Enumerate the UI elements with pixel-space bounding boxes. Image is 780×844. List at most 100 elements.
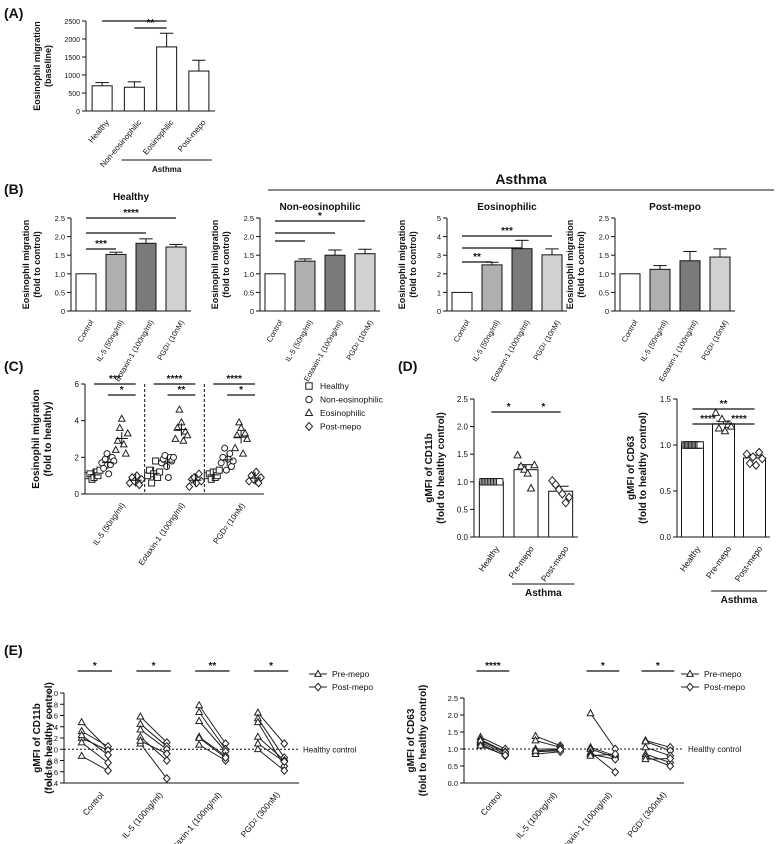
panel-c-category-label: Eotaxin-1 (100ng/ml) [137, 501, 187, 567]
panel-e1-pre-point [194, 716, 204, 725]
panel-a-bar [123, 86, 145, 112]
panel-e2-post-point [611, 754, 620, 764]
panel-d2-data-point [751, 460, 761, 470]
panel-b4-y-tick-label: 2.5 [599, 214, 609, 223]
panel-c-significance-label: **** [226, 374, 242, 385]
panel-e1-pair-line [81, 755, 109, 772]
panel-d1-y-tick-label: 2.0 [457, 423, 469, 432]
panel-b4-y-tick-label: 2.0 [599, 233, 609, 242]
panel-e1-pair-line [81, 730, 109, 747]
panel-e1-y-tick-label: 1.6 [48, 712, 58, 721]
panel-b1-bar [165, 246, 187, 312]
panel-b1-category-label: Control [76, 318, 96, 344]
panel-e1-pair-line [81, 721, 109, 750]
panel-e1-reference-label: Healthy control [303, 745, 357, 754]
panel-b1-y-tick-label: 1.0 [55, 270, 65, 279]
panel-b3-category-label: IL-5 (50ng/ml) [470, 318, 501, 363]
panel-e1-pre-point [253, 717, 263, 726]
panel-b2-category-label: IL-5 (50ng/ml) [283, 318, 314, 363]
panel-d2-y-tick-label: 0.5 [660, 487, 672, 496]
panel-b4-y-label: (fold to control) [576, 231, 586, 297]
panel-e1-legend-marker [314, 682, 322, 692]
panel-a-significance-label: ** [147, 18, 155, 29]
panel-d1-significance-label: * [507, 402, 511, 413]
panel-a-y-tick-label: 1500 [64, 55, 80, 62]
panel-d2-bar [712, 423, 735, 538]
panel-e1-post-point [280, 739, 289, 749]
panel-c-data-point [234, 417, 244, 426]
panel-e2-pair-line [645, 753, 671, 764]
panel-b2-bar [264, 273, 286, 312]
panel-e1-y-tick-label: 0.8 [48, 757, 58, 766]
panel-e2-pair-line [480, 736, 506, 750]
panel-a-bar [91, 85, 113, 112]
panel-e1-pair-line [257, 736, 285, 761]
panel-c-category-label: IL-5 (50ng/ml) [91, 501, 127, 547]
panel-e2-category-label: Control [478, 790, 503, 818]
panel-e1-pre-point [253, 732, 263, 740]
panel-c-y-label: (fold to healthy) [43, 402, 54, 477]
panel-e1-category-label: IL-5 (100ng/ml) [120, 790, 165, 841]
panel-e2-pair-line [645, 741, 671, 752]
panel-e2-pair-line [645, 740, 671, 748]
panel-c-legend-label: Post-mepo [320, 422, 361, 432]
panel-e2-y-tick-label: 0.0 [448, 779, 458, 788]
panel-e1-pair-line [198, 705, 226, 744]
panel-b4-bar [679, 260, 701, 312]
panel-c-data-point [240, 428, 250, 437]
panel-e2-legend-label: Pre-mepo [704, 669, 742, 679]
panel-c-legend-marker [304, 408, 314, 417]
panel-c-y-tick-label: 2 [75, 453, 80, 462]
panel-e2-legend-marker [685, 669, 695, 677]
panel-c-significance-label: ** [178, 385, 186, 396]
panel-e1-pair-line [257, 743, 285, 763]
panel-b2-bar [354, 253, 376, 312]
panel-e1-pre-point [194, 707, 204, 716]
panel-d2-data-point [758, 454, 767, 464]
panel-d1-y-tick-label: 1.5 [457, 450, 469, 459]
panel-b1-y-label: Eosinophil migration [21, 220, 31, 310]
panel-e1-pre-point [136, 724, 145, 733]
panel-e1-pre-point [253, 744, 263, 753]
panel-d1-data-point [496, 478, 504, 486]
panel-c-data-point [236, 423, 246, 431]
panel-b4-bar [619, 273, 641, 312]
panel-e1-y-tick-label: 0.6 [48, 768, 58, 777]
panel-a-y-tick-label: 2000 [64, 37, 80, 44]
panel-c-data-point [148, 479, 156, 487]
panel-d1-data-point [561, 498, 570, 508]
panel-e2-y-tick-label: 2.5 [448, 694, 458, 703]
panel-e2-post-point [666, 754, 675, 764]
panel-c-data-point [111, 445, 120, 453]
panel-b2-category-label: PGD2 (10nM) [344, 318, 375, 362]
panel-b2-y-tick-label: 1.0 [244, 270, 254, 279]
panel-e1-post-point [104, 766, 113, 776]
panel-b1-y-tick-label: 2.5 [55, 214, 65, 223]
panel-d2-significance-label: **** [700, 414, 716, 425]
panel-d1-y-tick-label: 0.5 [457, 505, 469, 514]
panel-a-y-tick-label: 2500 [64, 19, 80, 26]
panel-e1-post-point [162, 755, 171, 766]
panel-e1-post-point [221, 753, 230, 763]
panel-e1-pair-line [140, 716, 168, 743]
panel-e1-y-tick-label: 1.8 [48, 700, 58, 709]
panel-e1-legend-marker [313, 669, 323, 677]
panel-d1-data-point [519, 464, 529, 473]
panel-d1-bar [548, 490, 574, 538]
panel-e1-post-point [162, 773, 171, 784]
panel-e2-pair-line [480, 745, 506, 756]
panel-e2-pair-line [480, 741, 506, 755]
panel-b2-y-tick-label: 1.5 [244, 251, 254, 260]
panel-e1-post-point [104, 758, 113, 768]
panel-d1-data-point [564, 492, 574, 503]
panel-d2-data-point [742, 449, 751, 459]
panel-e2-category-label: IL-5 (100ng/ml) [514, 790, 559, 841]
panel-c-data-point [175, 405, 184, 413]
panel-e1-pre-point [253, 738, 263, 747]
panel-a-group-label: Asthma [152, 165, 182, 174]
panel-c-significance-label: * [120, 385, 124, 396]
panel-c-significance-label: *** [109, 374, 121, 385]
panel-c-data-point [163, 463, 171, 470]
panel-b3-y-tick-label: 4 [437, 233, 441, 242]
panel-e1-pair-line [140, 740, 168, 755]
